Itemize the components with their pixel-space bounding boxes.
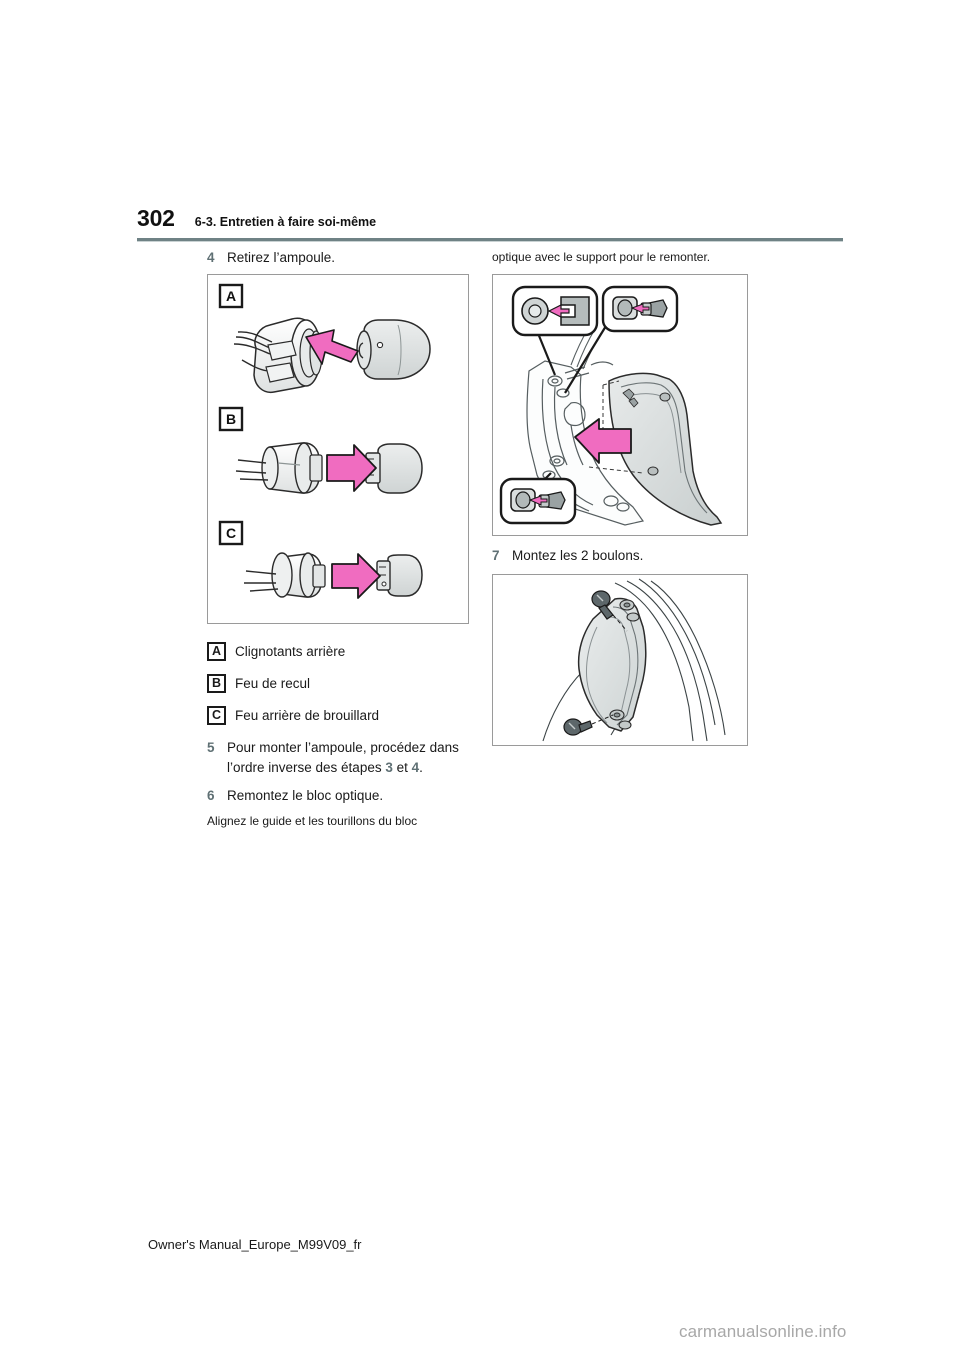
page-number: 302	[137, 205, 175, 231]
figure-bolt-installation-graphic	[542, 578, 726, 742]
step-6-number: 6	[207, 788, 215, 803]
legend-text-a: Clignotants arrière	[235, 644, 346, 659]
step-5-number: 5	[207, 740, 215, 755]
step-7: 7 Montez les 2 boulons.	[492, 546, 748, 566]
legend-row-c: C Feu arrière de brouillard	[207, 706, 469, 725]
svg-text:B: B	[226, 411, 236, 427]
svg-text:C: C	[226, 525, 236, 541]
bulb-diagram-a: A	[218, 283, 431, 394]
svg-text:A: A	[226, 288, 236, 304]
figure-lamp-assembly	[492, 274, 748, 536]
step-5-text-part3: .	[419, 760, 423, 775]
step-5-ref-4: 4	[411, 760, 420, 775]
bolt-top-guide	[612, 614, 628, 632]
lamp-lens	[608, 372, 723, 526]
legend-letter-c: C	[207, 706, 226, 725]
step-5-text: Pour monter l’ampoule, procédez dans l’o…	[227, 738, 469, 778]
legend-letter-a: A	[207, 642, 226, 661]
step-5-text-part2: et	[392, 760, 412, 775]
bolt-top	[591, 590, 614, 620]
step-5-text-part1: Pour monter l’ampoule, procédez dans l’o…	[227, 740, 459, 775]
step-7-number: 7	[492, 548, 500, 563]
watermark: carmanualsonline.info	[679, 1322, 847, 1341]
callout-guide-pin	[511, 285, 599, 376]
bulb-diagram-b: B	[218, 406, 423, 494]
step-5-ref-3: 3	[385, 760, 393, 775]
step-6: 6 Remontez le bloc optique.	[207, 786, 469, 806]
figure-lamp-assembly-graphic	[499, 285, 723, 526]
step-4: 4 Retirez l’ampoule.	[207, 248, 469, 268]
alignment-note-continued: optique avec le support pour le remonter…	[492, 250, 711, 264]
lamp-unit	[577, 597, 647, 732]
section-title: 6-3. Entretien à faire soi-même	[194, 214, 377, 229]
legend-row-a: A Clignotants arrière	[207, 642, 469, 661]
step-6-text: Remontez le bloc optique.	[227, 788, 384, 803]
right-column: optique avec le support pour le remonter…	[492, 248, 748, 746]
bolt-bottom	[563, 718, 593, 736]
callout-stud-bottom	[499, 472, 577, 525]
mount-ears	[609, 599, 640, 730]
manual-code: Owner's Manual_Europe_M99V09_fr	[148, 1237, 362, 1252]
legend-text-c: Feu arrière de brouillard	[235, 708, 380, 723]
bulb-diagram-c: C	[218, 520, 423, 599]
bolt-bottom-guide	[591, 714, 614, 725]
figure-bulb-removal-graphic: A	[218, 283, 431, 599]
callout-stud-top	[564, 285, 679, 394]
page-header: 302 6-3. Entretien à faire soi-même	[137, 196, 843, 230]
figure-bolt-installation	[492, 574, 748, 746]
step-5: 5 Pour monter l’ampoule, procédez dans l…	[207, 738, 469, 778]
header-divider	[137, 238, 843, 242]
assembly-direction-arrow	[574, 418, 632, 464]
figure-bulb-removal: A	[207, 274, 469, 624]
step-4-number: 4	[207, 250, 215, 265]
step-7-text: Montez les 2 boulons.	[512, 548, 644, 563]
legend-row-b: B Feu de recul	[207, 674, 469, 693]
legend-letter-b: B	[207, 674, 226, 693]
bulb-legend: A Clignotants arrière B Feu de recul C F…	[207, 642, 469, 725]
left-column: 4 Retirez l’ampoule. A	[207, 248, 469, 830]
step-4-text: Retirez l’ampoule.	[227, 250, 336, 265]
alignment-note: Alignez le guide et les tourillons du bl…	[207, 814, 418, 828]
legend-text-b: Feu de recul	[235, 676, 311, 691]
